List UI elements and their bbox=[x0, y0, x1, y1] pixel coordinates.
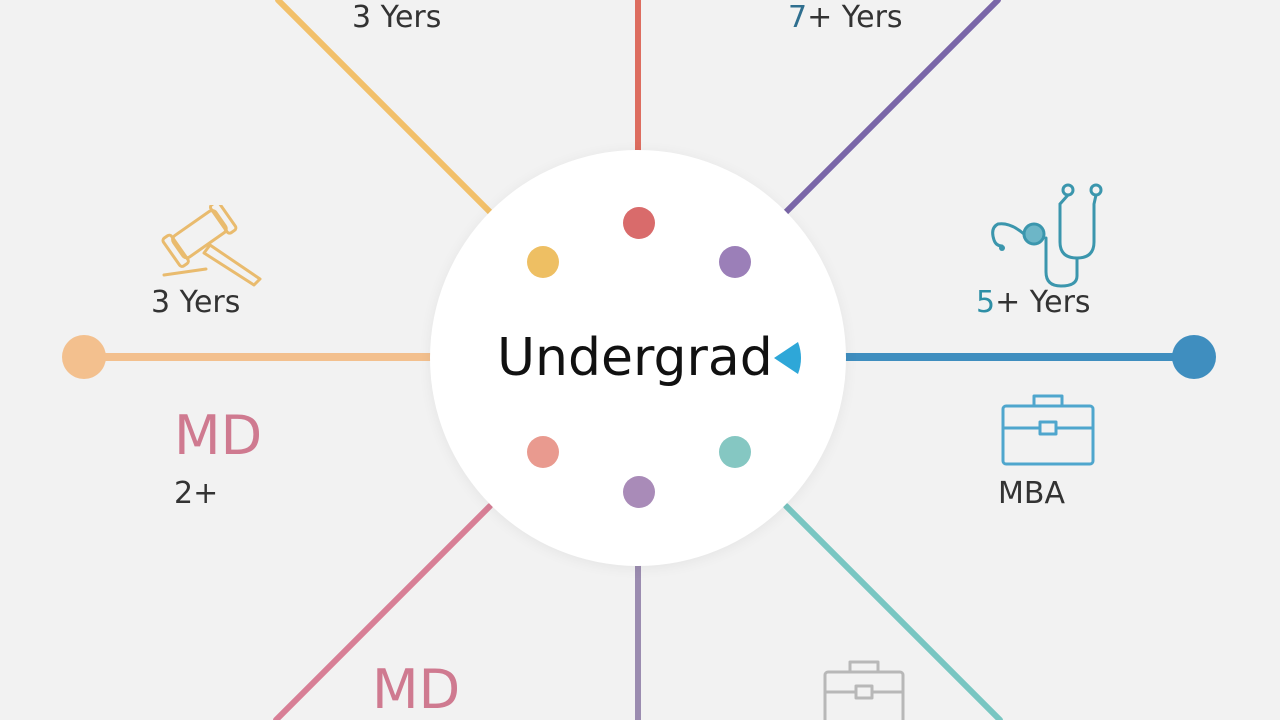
hub-dot bbox=[719, 246, 751, 278]
hub-dot bbox=[719, 436, 751, 468]
spoke-top-right bbox=[783, 0, 1001, 215]
pointer-icon bbox=[774, 342, 801, 374]
right-duration-number: 5 bbox=[976, 285, 996, 320]
hub-dot bbox=[623, 476, 655, 508]
right-duration: 5+ Yers bbox=[976, 285, 1091, 321]
briefcase-icon bbox=[1001, 394, 1095, 466]
top-left-duration: 3 Yers bbox=[352, 0, 442, 35]
hub-dot bbox=[527, 246, 559, 278]
top-right-duration: 7+ Yers bbox=[788, 0, 903, 36]
spoke-bottom-left bbox=[273, 503, 493, 720]
top-right-duration-suffix: + Yers bbox=[807, 0, 903, 35]
gavel-icon bbox=[161, 205, 262, 287]
hub-title: Undergrad bbox=[497, 328, 773, 388]
hub-dot bbox=[623, 207, 655, 239]
bottom-left-degree: MD bbox=[372, 658, 461, 720]
lower-left-duration: 2+ bbox=[174, 476, 219, 511]
stethoscope-icon bbox=[991, 183, 1103, 288]
spoke-top-left bbox=[275, 0, 493, 215]
briefcase-icon bbox=[823, 660, 905, 720]
left-duration: 3 Yers bbox=[151, 285, 241, 320]
hub-dot bbox=[527, 436, 559, 468]
lower-left-degree: MD bbox=[174, 404, 263, 467]
node-left bbox=[62, 335, 106, 379]
top-right-duration-number: 7 bbox=[788, 0, 808, 35]
spoke-bottom-right bbox=[783, 503, 1003, 720]
right-degree: MBA bbox=[998, 476, 1065, 511]
right-duration-suffix: + Yers bbox=[995, 285, 1091, 320]
node-right bbox=[1172, 335, 1216, 379]
